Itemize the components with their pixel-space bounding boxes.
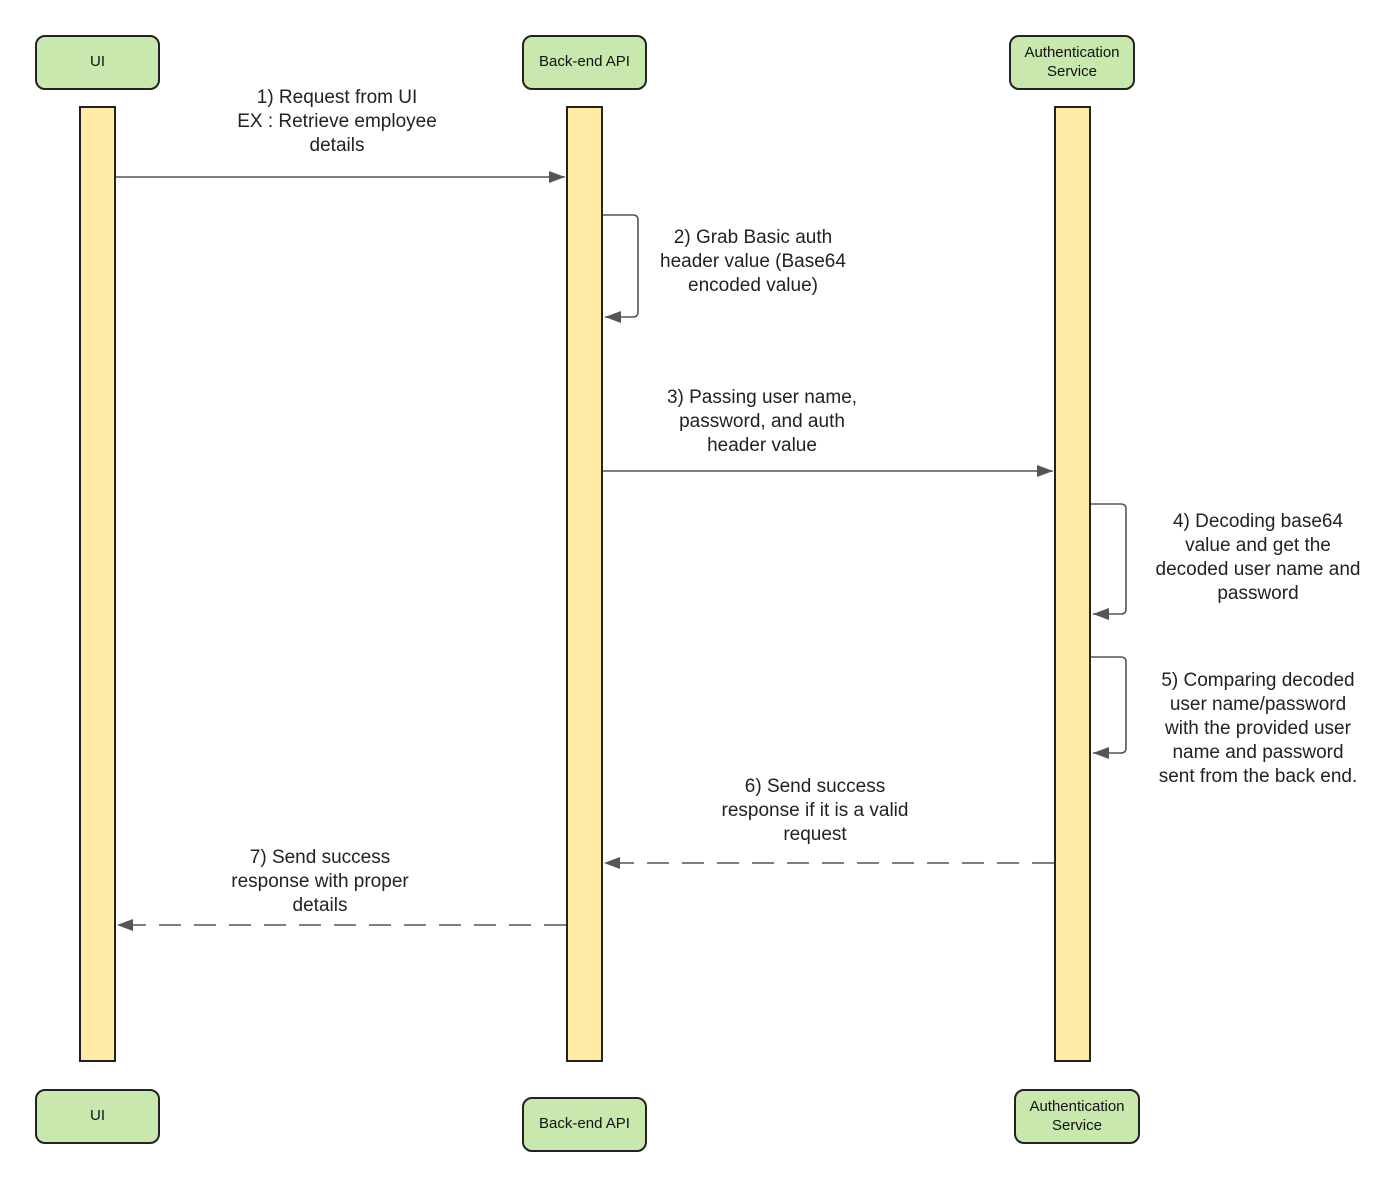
participant-backend-label: Back-end API <box>539 1115 630 1133</box>
lifeline-ui <box>79 106 116 1062</box>
message-3-label: 3) Passing user name, password, and auth… <box>666 387 858 456</box>
participant-ui-top: UI <box>35 35 160 90</box>
message-4-label: 4) Decoding base64 value and get the dec… <box>1155 511 1361 604</box>
participant-ui-label: UI <box>90 1107 105 1125</box>
participant-ui-bottom: UI <box>35 1089 160 1144</box>
participant-auth-label: Authentication Service <box>1029 1097 1125 1134</box>
lifeline-auth <box>1054 106 1091 1062</box>
arrow-4-self <box>1091 503 1127 620</box>
arrow-2-self <box>603 214 639 323</box>
participant-backend-top: Back-end API <box>522 35 647 90</box>
participant-backend-label: Back-end API <box>539 53 630 71</box>
participant-backend-bottom: Back-end API <box>522 1097 647 1152</box>
participant-auth-label: Authentication Service <box>1024 43 1120 80</box>
participant-auth-top: Authentication Service <box>1009 35 1135 90</box>
message-6-label: 6) Send success response if it is a vali… <box>721 776 909 845</box>
message-7-label: 7) Send success response with proper det… <box>231 847 409 916</box>
message-2-label: 2) Grab Basic auth header value (Base64 … <box>660 227 846 296</box>
participant-ui-label: UI <box>90 53 105 71</box>
message-5-label: 5) Comparing decoded user name/password … <box>1158 670 1358 787</box>
message-1-label: 1) Request from UI EX : Retrieve employe… <box>237 87 437 156</box>
participant-auth-bottom: Authentication Service <box>1014 1089 1140 1144</box>
arrow-5-self <box>1091 656 1127 759</box>
lifeline-backend <box>566 106 603 1062</box>
